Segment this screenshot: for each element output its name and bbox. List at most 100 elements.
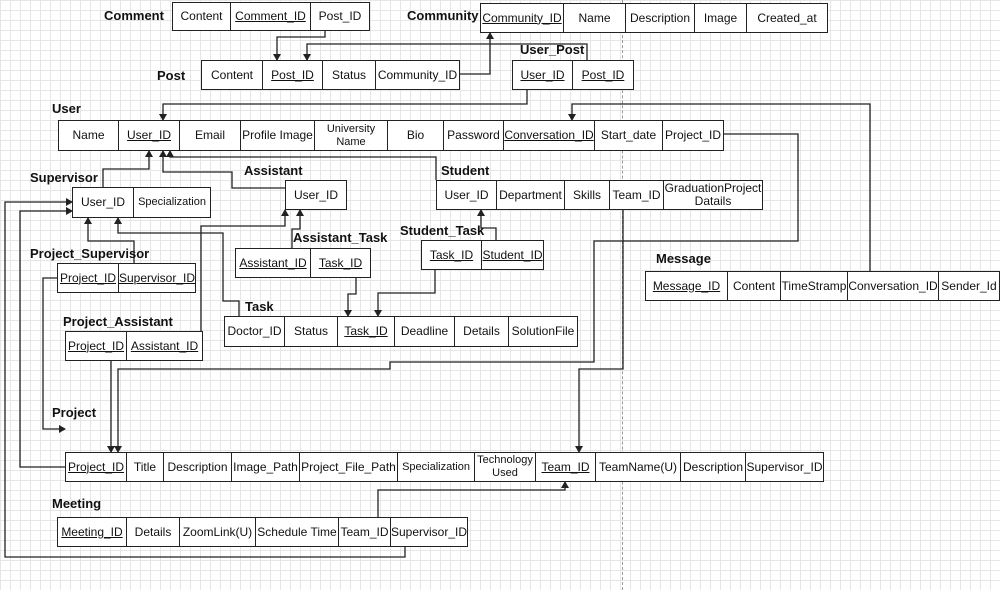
meeting-attribute[interactable]: Supervisor_ID	[391, 518, 467, 546]
community-attribute[interactable]: Description	[626, 4, 695, 32]
project-attribute[interactable]: Supervisor_ID	[746, 453, 823, 481]
project-attribute[interactable]: Image_Path	[232, 453, 300, 481]
comment-attribute[interactable]: Content	[173, 3, 231, 30]
supervisor-entity-table[interactable]: User_ID Specialization	[72, 187, 211, 218]
attribute-label: Doctor_ID	[227, 324, 282, 338]
attribute-label: Supervisor_ID	[746, 459, 823, 474]
assistant-task-attribute-key[interactable]: Assistant_ID	[236, 249, 311, 277]
project-attribute[interactable]: Description	[681, 453, 746, 481]
meeting-entity-title: Meeting	[52, 496, 102, 511]
user-attribute[interactable]: Start_date	[595, 121, 663, 150]
assistant-entity-table[interactable]: User_ID	[285, 180, 347, 210]
comment-attribute[interactable]: Post_ID	[311, 3, 369, 30]
attribute-label: Post_ID	[581, 67, 625, 82]
community-attribute-key[interactable]: Community_ID	[481, 4, 564, 32]
user-attribute-key[interactable]: Conversation_ID	[504, 121, 595, 150]
post-attribute[interactable]: Status	[323, 61, 376, 89]
user-attribute[interactable]: Name	[59, 121, 119, 150]
project-attribute[interactable]: Description	[164, 453, 232, 481]
attribute-label: Content	[732, 278, 776, 293]
task-attribute[interactable]: Deadline	[395, 317, 455, 346]
project-entity-title: Project	[52, 405, 97, 420]
message-attribute[interactable]: Sender_Id	[939, 272, 999, 300]
attribute-label: Image_Path	[233, 459, 298, 474]
project-assistant-attribute-key[interactable]: Assistant_ID	[127, 332, 202, 360]
project-assistant-attribute-key[interactable]: Project_ID	[66, 332, 127, 360]
project-attribute[interactable]: Technology Used	[475, 453, 536, 481]
project-attribute[interactable]: Title	[127, 453, 164, 481]
attribute-label: Sender_Id	[941, 278, 997, 293]
post-attribute[interactable]: Content	[202, 61, 263, 89]
meeting-attribute[interactable]: Details	[127, 518, 180, 546]
student-attribute[interactable]: Department	[497, 181, 565, 209]
attribute-label: Post_ID	[318, 9, 362, 23]
task-attribute[interactable]: SolutionFile	[509, 317, 577, 346]
task-attribute-key[interactable]: Task_ID	[338, 317, 395, 346]
student-task-attribute-key[interactable]: Student_ID	[482, 241, 543, 269]
user-attribute[interactable]: Email	[180, 121, 241, 150]
supervisor-attribute[interactable]: User_ID	[73, 188, 134, 217]
user-post-attribute-key[interactable]: User_ID	[513, 61, 573, 89]
task-attribute[interactable]: Doctor_ID	[225, 317, 285, 346]
user-attribute[interactable]: University Name	[315, 121, 388, 150]
student-attribute[interactable]: GraduationProject Datails	[664, 181, 762, 209]
student-attribute[interactable]: User_ID	[437, 181, 497, 209]
user-post-attribute-key[interactable]: Post_ID	[573, 61, 633, 89]
attribute-label: Description	[629, 10, 691, 25]
task-attribute[interactable]: Details	[455, 317, 509, 346]
message-attribute-key[interactable]: Message_ID	[646, 272, 728, 300]
project-attribute[interactable]: Project_File_Path	[300, 453, 398, 481]
user-attribute[interactable]: Password	[444, 121, 504, 150]
student-task-attribute-key[interactable]: Task_ID	[422, 241, 482, 269]
project-supervisor-attribute-key[interactable]: Supervisor_ID	[119, 264, 195, 292]
attribute-label: User_ID	[80, 195, 125, 209]
message-attribute[interactable]: Conversation_ID	[848, 272, 939, 300]
project-attribute-key[interactable]: Team_ID	[536, 453, 596, 481]
project-supervisor-attribute-key[interactable]: Project_ID	[58, 264, 119, 292]
meeting-attribute[interactable]: ZoomLink(U)	[180, 518, 256, 546]
assistant-task-attribute-key[interactable]: Task_ID	[311, 249, 370, 277]
post-attribute[interactable]: Community_ID	[376, 61, 459, 89]
assistant-attribute[interactable]: User_ID	[286, 181, 346, 209]
attribute-label: SolutionFile	[511, 324, 575, 338]
task-attribute[interactable]: Status	[285, 317, 338, 346]
user-attribute-key[interactable]: User_ID	[119, 121, 180, 150]
meeting-attribute[interactable]: Team_ID	[339, 518, 391, 546]
meeting-attribute[interactable]: Schedule Time	[256, 518, 339, 546]
user-attribute[interactable]: Bio	[388, 121, 444, 150]
connector-comment-to-post	[273, 31, 326, 61]
community-attribute[interactable]: Image	[695, 4, 747, 32]
user-attribute[interactable]: Profile Image	[241, 121, 315, 150]
student-task-entity-title: Student_Task	[400, 223, 485, 238]
user-attribute[interactable]: Project_ID	[663, 121, 723, 150]
community-attribute[interactable]: Name	[564, 4, 626, 32]
project-attribute[interactable]: TeamName(U)	[596, 453, 681, 481]
community-attribute[interactable]: Created_at	[747, 4, 827, 32]
connector-pa-to-assistant	[200, 209, 289, 331]
student-attribute[interactable]: Skills	[565, 181, 610, 209]
user-post-entity-table[interactable]: User_ID Post_ID	[512, 60, 634, 90]
student-attribute[interactable]: Team_ID	[610, 181, 664, 209]
meeting-attribute-key[interactable]: Meeting_ID	[58, 518, 127, 546]
message-attribute[interactable]: Content	[728, 272, 781, 300]
project-supervisor-entity-title: Project_Supervisor	[30, 246, 150, 261]
post-attribute-key[interactable]: Post_ID	[263, 61, 323, 89]
project-attribute-key[interactable]: Project_ID	[66, 453, 127, 481]
supervisor-attribute[interactable]: Specialization	[134, 188, 210, 217]
message-attribute[interactable]: TimeStramp	[781, 272, 848, 300]
project-attribute[interactable]: Specialization	[398, 453, 475, 481]
comment-attribute-key[interactable]: Comment_ID	[231, 3, 311, 30]
